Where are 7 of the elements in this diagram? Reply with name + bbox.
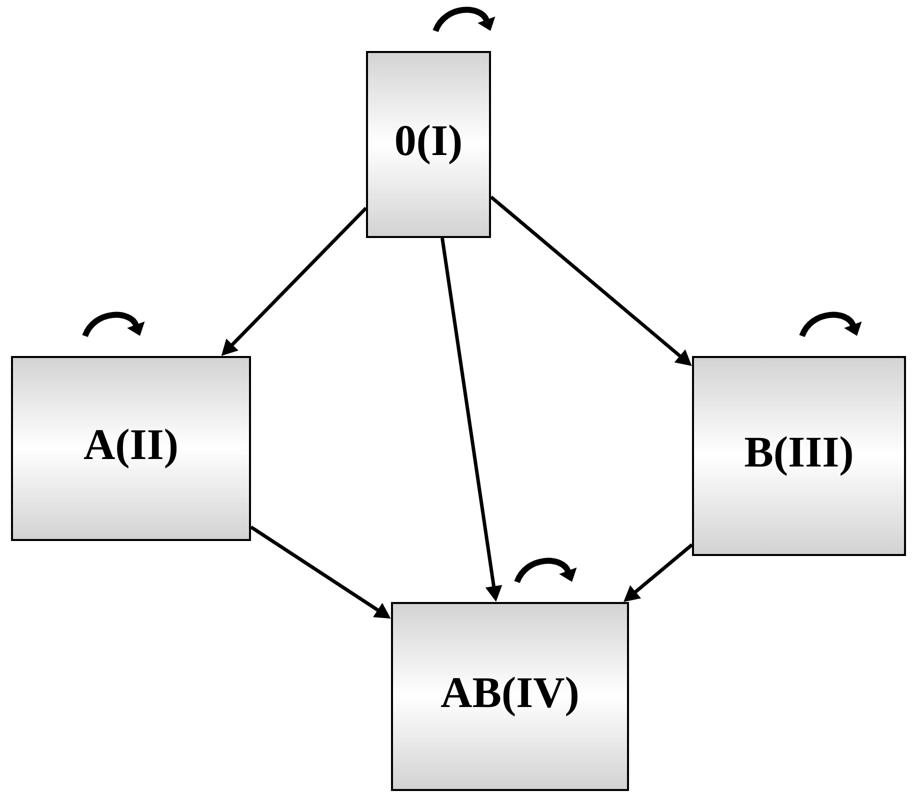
self-loop-arrow [799, 312, 862, 338]
self-loop-arrow [432, 6, 496, 32]
process-box: A(II) [11, 356, 251, 541]
process-box: B(III) [692, 356, 906, 556]
process-box: AB(IV) [391, 602, 629, 791]
self-loop-arrow [82, 312, 145, 338]
process-box: 0(I) [366, 51, 491, 238]
